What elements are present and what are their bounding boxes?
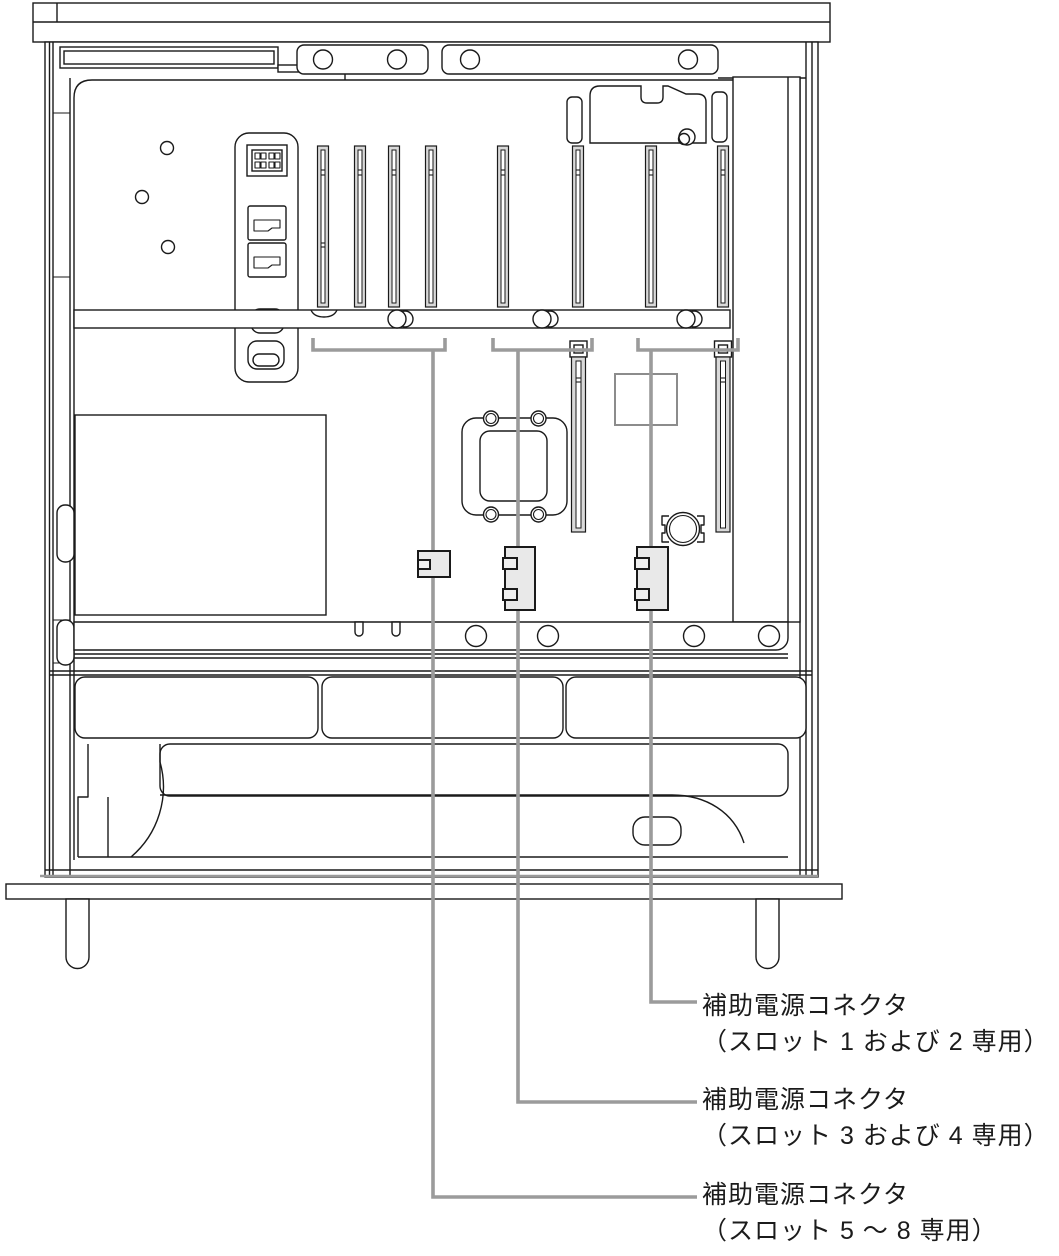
pcie-slot-8 <box>316 145 330 308</box>
bottom-rail <box>73 621 789 651</box>
pcie-slot-6 <box>387 145 401 308</box>
pcie-slots <box>316 145 730 308</box>
foot-right <box>755 898 780 970</box>
callout-label-slots-3-4: 補助電源コネクタ （スロット 3 および 4 専用） <box>702 1086 1050 1150</box>
right-side-column <box>732 76 801 623</box>
aux-power-8pin-port <box>246 144 288 177</box>
pcie-slot-2 <box>644 145 658 308</box>
label-line: （スロット 3 および 4 専用） <box>702 1122 1050 1150</box>
support-bar <box>73 309 731 329</box>
card-retainer-bracket <box>566 85 728 146</box>
aux-power-connector-slots-3-4 <box>502 546 536 611</box>
label-line: 補助電源コネクタ <box>702 1181 909 1209</box>
label-line: （スロット 1 および 2 専用） <box>702 1028 1050 1056</box>
io-panel <box>234 132 299 383</box>
callout-bracket-slots-5-8 <box>311 338 447 352</box>
pcie-slot-1 <box>716 145 730 308</box>
aux-power-connector-slots-1-2 <box>634 546 669 611</box>
label-line: （スロット 5 〜 8 専用） <box>702 1217 998 1245</box>
pcie-slot-7 <box>353 145 367 308</box>
screw-bar-right <box>441 44 719 75</box>
displayport-2 <box>247 242 287 278</box>
board-outline-square <box>614 373 678 426</box>
label-line: 補助電源コネクタ <box>702 1086 909 1114</box>
panel-screw-holes <box>134 140 176 255</box>
aux-power-connector-slots-5-8 <box>417 550 451 578</box>
board-edge-lines <box>49 653 812 676</box>
fan-modules <box>74 676 807 739</box>
callout-line-slots-5-8 <box>431 350 697 1199</box>
callout-label-slots-1-2: 補助電源コネクタ （スロット 1 および 2 専用） <box>702 992 1050 1056</box>
power-port <box>247 340 285 370</box>
base-plate <box>5 883 843 900</box>
top-screw-bars <box>59 44 719 80</box>
foot-left <box>65 898 90 970</box>
pcie-slot-5 <box>424 145 438 308</box>
pcie-slot-4 <box>496 145 510 308</box>
power-supply-block <box>56 414 327 666</box>
callout-bracket-slots-3-4 <box>491 338 594 352</box>
pcie-slot-3 <box>571 145 585 308</box>
label-line: 補助電源コネクタ <box>702 992 909 1020</box>
battery <box>661 511 705 547</box>
cpu-bracket <box>461 410 568 523</box>
callout-label-slots-5-8: 補助電源コネクタ （スロット 5 〜 8 専用） <box>702 1181 998 1245</box>
displayport-1 <box>247 205 287 241</box>
callout-bracket-slots-1-2 <box>636 338 740 352</box>
base-and-feet <box>5 874 843 970</box>
